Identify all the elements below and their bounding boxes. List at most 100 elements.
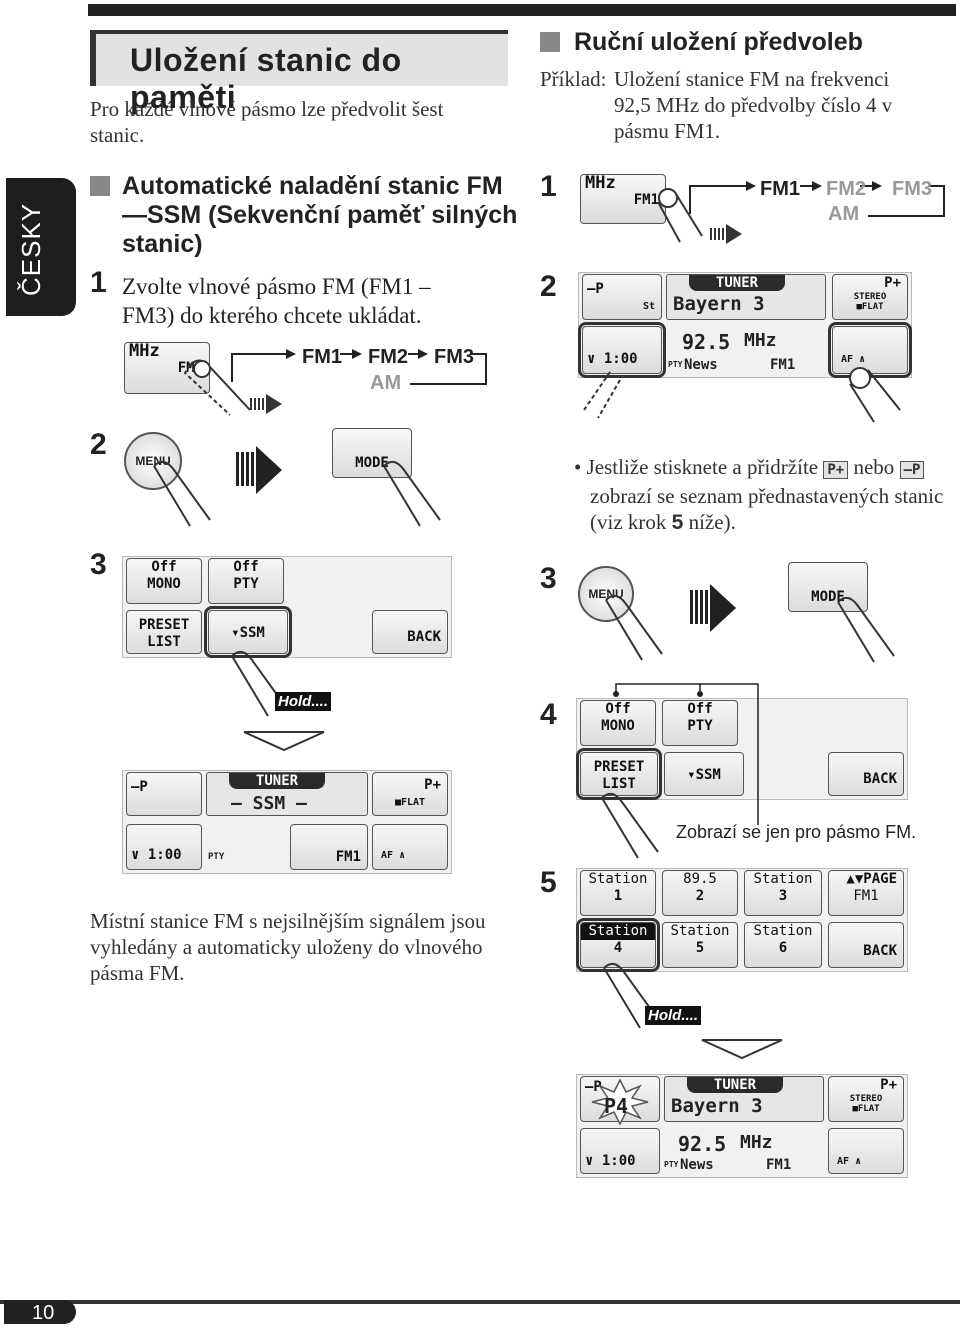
preset-list-button[interactable]: PRESET LIST xyxy=(576,748,662,800)
page-button[interactable]: ▲▼PAGE FM1 xyxy=(828,870,904,916)
arrow-stripes xyxy=(250,398,268,410)
seek-down-button[interactable]: ∨ 1:00 xyxy=(578,322,666,378)
station-4-button[interactable]: Station 4 xyxy=(576,918,660,972)
band-fm2: FM2 xyxy=(368,346,408,368)
preset-up-button[interactable]: P+ STEREO ■FLAT xyxy=(828,1076,904,1122)
pty-toggle[interactable]: Off PTY xyxy=(662,700,738,746)
fm-only-note: Zobrazí se jen pro pásmo FM. xyxy=(676,822,917,842)
station-3-button[interactable]: Station 3 xyxy=(744,870,822,916)
back-button[interactable]: BACK xyxy=(828,752,904,796)
mhz-unit: MHz xyxy=(744,330,777,351)
preset-up-button[interactable]: P+ STEREO ■FLAT xyxy=(832,274,908,320)
pty-indicator: PTY xyxy=(208,852,225,862)
page-title: Uložení stanic do paměti xyxy=(130,42,402,115)
finger-icon xyxy=(383,460,441,527)
menu-button[interactable]: MENU xyxy=(124,432,182,490)
finger-icon xyxy=(605,594,663,661)
finger-icon xyxy=(849,367,901,423)
right-arrow-icon xyxy=(256,446,282,494)
preset-down-button[interactable]: –P St xyxy=(582,274,662,320)
pty-toggle[interactable]: Off PTY xyxy=(208,558,284,604)
finger-icon xyxy=(603,962,661,1029)
band-fm1: FM1 xyxy=(302,346,342,368)
frequency-display: 92.5 xyxy=(678,1132,727,1156)
mono-toggle[interactable]: Off MONO xyxy=(580,700,656,746)
section-marker xyxy=(90,176,110,196)
example-label: Příklad: xyxy=(540,67,607,91)
right-arrow-icon xyxy=(726,224,742,244)
finger-icon xyxy=(583,371,621,419)
mhz-unit: MHz xyxy=(740,1132,773,1153)
ssm-button[interactable]: ▾SSM xyxy=(664,752,744,796)
auto-step1-text-2: FM3) do kterého chcete ukládat. xyxy=(122,303,422,328)
back-button[interactable]: BACK xyxy=(372,610,448,654)
back-button[interactable]: BACK xyxy=(828,922,904,968)
example-line-3: pásmu FM1. xyxy=(614,119,721,143)
mode-button[interactable]: MODE xyxy=(332,428,412,478)
seek-down-button[interactable]: ∨ 1:00 xyxy=(126,824,202,870)
language-tab-label: ČESKY xyxy=(16,202,46,296)
news-label: News xyxy=(680,1157,714,1173)
arrow-stripes xyxy=(236,452,258,486)
seek-up-button[interactable]: AF ∧ xyxy=(372,824,448,870)
preset-down-button[interactable]: –P xyxy=(126,772,202,816)
example-line-1: Uložení stanice FM na frekvenci xyxy=(614,67,890,91)
auto-step3-number: 3 xyxy=(90,548,107,581)
manual-heading: Ruční uložení předvoleb xyxy=(574,28,863,56)
band-fm2: FM2 xyxy=(826,178,866,200)
band-fm3: FM3 xyxy=(434,346,474,368)
menu-button[interactable]: MENU xyxy=(578,566,634,622)
band-am: AM xyxy=(370,372,402,394)
page-number-tab: 10 xyxy=(4,1300,76,1324)
right-arrow-icon xyxy=(710,584,736,632)
page-number: 10 xyxy=(32,1302,55,1324)
mono-toggle[interactable]: Off MONO xyxy=(126,558,202,604)
manual-step5-number: 5 xyxy=(540,866,557,899)
auto-step1-text-1: Zvolte vlnové pásmo FM (FM1 – xyxy=(122,274,431,299)
frequency-display: 92.5 xyxy=(682,330,731,354)
auto-step2-number: 2 xyxy=(90,428,107,461)
band-cycle-diagram xyxy=(689,181,945,217)
manual-step3-number: 3 xyxy=(540,562,557,595)
pty-indicator: PTY xyxy=(664,1160,679,1169)
hold-label: Hold.... xyxy=(275,692,331,711)
section-marker xyxy=(540,32,560,52)
language-tab: ČESKY xyxy=(6,178,76,316)
auto-result-2: vyhledány a automaticky uloženy do vlnov… xyxy=(90,935,483,959)
station-display: TUNER Bayern 3 xyxy=(664,1076,824,1122)
seek-up-button[interactable]: AF ∧ xyxy=(828,1128,904,1174)
preset-up-button[interactable]: P+ ■FLAT xyxy=(372,772,448,816)
ssm-button[interactable]: ▾SSM xyxy=(204,606,292,658)
seek-down-button[interactable]: ∨ 1:00 xyxy=(580,1128,660,1174)
station-6-button[interactable]: Station 6 xyxy=(744,922,822,968)
band-indicator: FM1 xyxy=(766,1157,792,1173)
intro-text: Pro každé vlnové pásmo lze předvolit šes… xyxy=(90,97,444,147)
band-fm1: FM1 xyxy=(760,178,800,200)
band-fm1-button[interactable]: FM1 xyxy=(290,824,368,870)
finger-icon xyxy=(153,460,211,527)
footer-rule xyxy=(0,1300,960,1304)
station-1-button[interactable]: Station 1 xyxy=(580,870,656,916)
down-arrow-icon xyxy=(243,731,325,752)
station-2-button[interactable]: 89.5 2 xyxy=(662,870,738,916)
band-am: AM xyxy=(828,203,860,225)
manual-step1-number: 1 xyxy=(540,170,557,203)
example-line-2: 92,5 MHz do předvolby číslo 4 v xyxy=(614,93,893,117)
station-5-button[interactable]: Station 5 xyxy=(662,922,738,968)
band-cycle-diagram xyxy=(231,349,487,385)
manual-step2-number: 2 xyxy=(540,270,557,303)
auto-heading-3: stanic) xyxy=(122,230,203,258)
finger-icon xyxy=(183,359,251,416)
preset-list-button[interactable]: PRESET LIST xyxy=(126,610,202,654)
down-arrow-icon xyxy=(701,1039,783,1060)
station-display: TUNER Bayern 3 xyxy=(666,274,826,320)
auto-result-3: pásma FM. xyxy=(90,961,185,985)
page-title-box: Uložení stanic do paměti xyxy=(90,30,508,115)
mhz-fm1-button[interactable]: MHz FM1 xyxy=(580,174,666,224)
pty-indicator: PTY xyxy=(668,360,683,369)
finger-icon xyxy=(601,792,659,859)
arrow-stripes xyxy=(710,228,728,240)
mode-button[interactable]: MODE xyxy=(788,562,868,612)
band-indicator: FM1 xyxy=(770,357,796,373)
auto-result-1: Místní stanice FM s nejsilnějším signále… xyxy=(90,909,486,933)
